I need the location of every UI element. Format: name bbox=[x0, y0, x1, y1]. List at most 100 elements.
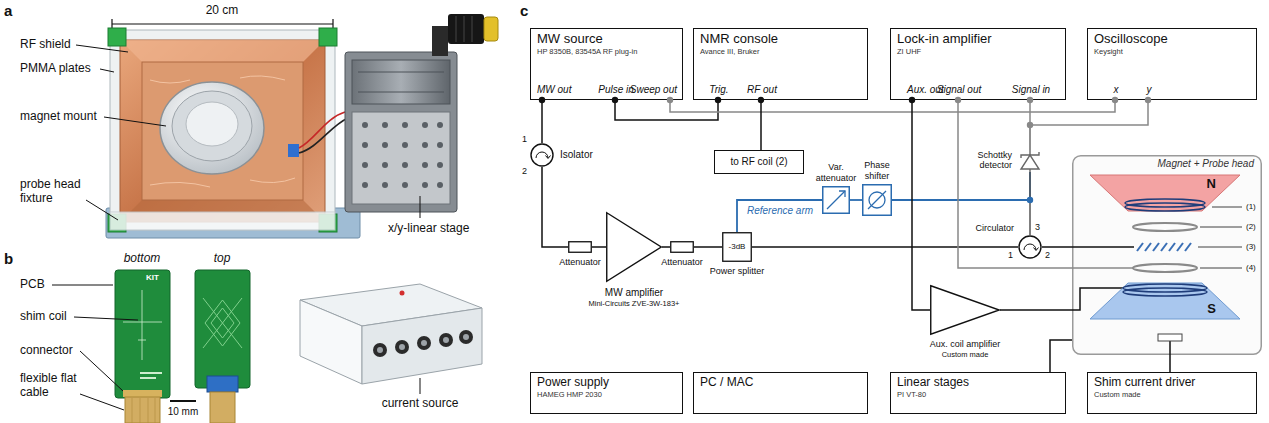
shield-box-photo bbox=[120, 40, 325, 62]
linear-stage-photo bbox=[422, 182, 428, 188]
signal-wire bbox=[737, 200, 822, 232]
leader-line bbox=[74, 317, 138, 320]
isolator: Isolator bbox=[530, 143, 554, 167]
callout-number: (4) bbox=[1246, 263, 1256, 272]
magnet-pole: N bbox=[1090, 175, 1240, 211]
shield-box-photo bbox=[106, 28, 360, 238]
linear-stage-photo bbox=[382, 142, 388, 148]
panel-letter: a bbox=[4, 2, 12, 19]
shield-box-photo bbox=[106, 208, 360, 238]
linear-stage-photo bbox=[422, 142, 428, 148]
dimension-label: 20 cm bbox=[206, 4, 239, 18]
linear-stage-photo bbox=[402, 142, 408, 148]
current-source-photo bbox=[362, 308, 482, 384]
dimension-bar bbox=[112, 19, 333, 29]
attenuator-symbol bbox=[822, 186, 850, 214]
instrument-box: Power supplyHAMEG HMP 2030 bbox=[530, 372, 683, 414]
diode-symbol bbox=[1021, 152, 1039, 158]
part-label: magnet mount bbox=[20, 110, 97, 124]
port-dot bbox=[1112, 97, 1118, 103]
port-dot bbox=[1145, 97, 1151, 103]
current-source-photo bbox=[417, 336, 431, 350]
signal-wire bbox=[694, 246, 722, 248]
shield-box-photo bbox=[110, 30, 335, 230]
linear-stage-photo bbox=[402, 182, 408, 188]
circulator-symbol bbox=[1019, 236, 1041, 258]
part-label: current source bbox=[382, 397, 459, 411]
attenuator-symbol bbox=[671, 242, 694, 253]
component-label: Attenuator bbox=[661, 257, 703, 267]
linear-stage-photo bbox=[382, 162, 388, 168]
linear-stage-photo bbox=[472, 16, 473, 42]
pcb-photo bbox=[195, 270, 250, 388]
amplifier-triangle bbox=[607, 213, 662, 282]
pcb-photo bbox=[115, 270, 250, 423]
probe-head-outline bbox=[1158, 334, 1182, 341]
isolator-symbol bbox=[546, 156, 551, 159]
port-label: Trig. bbox=[709, 84, 728, 96]
schottky-detector: Schottky detector bbox=[1018, 150, 1042, 172]
current-source-photo bbox=[377, 347, 383, 353]
diode-symbol bbox=[1018, 150, 1042, 172]
instrument-box: Linear stagesPI VT-80 bbox=[890, 372, 1066, 414]
path-label: Reference arm bbox=[747, 205, 813, 217]
instrument-box: PC / MAC bbox=[693, 372, 868, 414]
part-label: probe head fixture bbox=[20, 178, 92, 206]
circulator-symbol bbox=[1018, 235, 1042, 259]
signal-wire bbox=[1050, 340, 1072, 372]
linear-stage-photo bbox=[352, 60, 450, 104]
shield-box-photo bbox=[288, 144, 299, 157]
part-label: PCB bbox=[20, 278, 45, 292]
shield-box-photo bbox=[150, 76, 295, 187]
pcb-photo bbox=[140, 398, 141, 423]
attenuator: Attenuator bbox=[670, 241, 694, 253]
port-number: 2 bbox=[522, 166, 527, 176]
box-title: Shim current driver bbox=[1094, 376, 1195, 390]
attenuator-symbol bbox=[670, 241, 694, 253]
port-label: Pulse in bbox=[598, 84, 634, 96]
attenuator: Attenuator bbox=[568, 241, 592, 253]
shield-box-photo bbox=[142, 62, 303, 200]
signal-wire bbox=[541, 100, 543, 143]
box-subtitle: Keysight bbox=[1094, 48, 1123, 57]
attenuator-symbol bbox=[839, 191, 845, 197]
linear-stage-photo bbox=[358, 92, 444, 93]
mw-amplifier: MW amplifierMini-Circuits ZVE-3W-183+ bbox=[606, 212, 662, 282]
scale-label: 10 mm bbox=[168, 406, 199, 418]
pcb-photo bbox=[123, 322, 162, 323]
current-source-photo bbox=[373, 343, 387, 357]
pcb-photo bbox=[210, 392, 235, 423]
box-subtitle: Avance III, Bruker bbox=[700, 48, 759, 57]
attenuator-symbol bbox=[827, 191, 845, 209]
current-source-photo bbox=[421, 340, 427, 346]
shield-box-photo bbox=[319, 28, 337, 46]
dimension-bar bbox=[112, 23, 333, 24]
pcb-photo bbox=[140, 372, 162, 374]
part-label: flexible flat cable bbox=[20, 372, 80, 400]
linear-stage-photo bbox=[456, 16, 472, 42]
instrument-box: MW sourceHP 8350B, 83545A RF plug-inMW o… bbox=[530, 28, 683, 100]
signal-wire bbox=[670, 100, 1115, 112]
probe-head-outline bbox=[1137, 243, 1143, 251]
leader-line bbox=[86, 200, 118, 220]
amplifier-triangle bbox=[606, 212, 662, 282]
port-label: MW out bbox=[537, 84, 571, 96]
probe-head-outline bbox=[1185, 243, 1191, 251]
port-dot bbox=[909, 97, 915, 103]
pole-piece bbox=[1125, 203, 1205, 211]
pcb-photo bbox=[115, 270, 170, 398]
probe-head-outline bbox=[1169, 243, 1175, 251]
signal-wire bbox=[760, 100, 762, 150]
current-source-photo bbox=[300, 284, 482, 384]
linear-stage-photo bbox=[464, 16, 465, 42]
phase-shifter: Phase shifter bbox=[862, 184, 892, 216]
leader-line bbox=[420, 196, 421, 218]
scale-bar bbox=[170, 400, 196, 402]
pcb-photo bbox=[125, 397, 160, 423]
isolator-symbol bbox=[530, 143, 554, 167]
component-label: Schottky detector bbox=[968, 150, 1012, 171]
box-title: NMR console bbox=[700, 32, 778, 47]
linear-stage-photo bbox=[358, 72, 444, 73]
linear-stage-photo bbox=[448, 14, 484, 44]
